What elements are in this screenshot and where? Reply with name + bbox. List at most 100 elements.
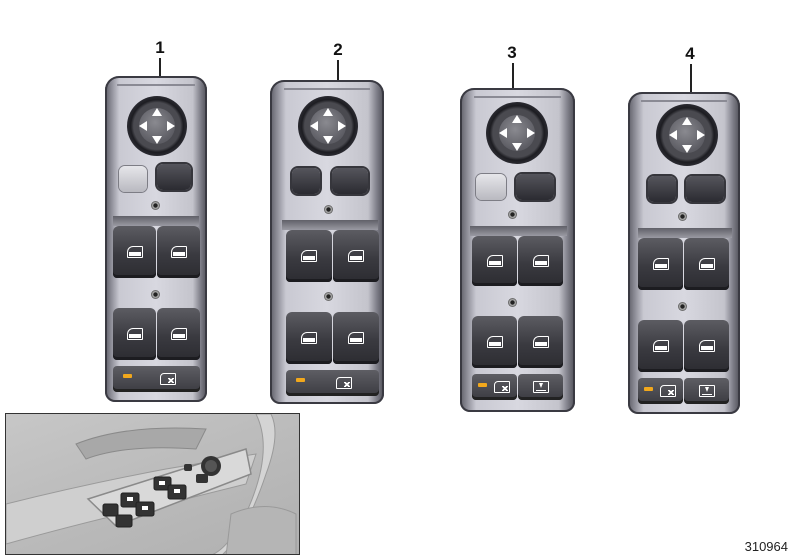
window-icon [533, 255, 549, 267]
window-rear-right-button[interactable] [157, 308, 200, 360]
arrow-up-icon [323, 108, 333, 116]
mirror-adjust-knob[interactable] [127, 96, 187, 156]
switch-panel-4[interactable] [628, 92, 740, 414]
window-front-left-button[interactable] [638, 238, 683, 290]
arrow-up-icon [512, 115, 522, 123]
child-lock-button[interactable] [518, 374, 563, 400]
screw-icon [151, 201, 160, 210]
panel-top-cap [641, 92, 727, 102]
window-icon [301, 332, 317, 344]
fold-mirror-button[interactable] [476, 174, 506, 200]
arrow-right-icon [697, 130, 705, 140]
window-rear-right-button[interactable] [518, 316, 563, 368]
arrow-left-icon [310, 121, 318, 131]
window-icon [487, 336, 503, 348]
window-front-left-button[interactable] [113, 226, 156, 278]
arrow-right-icon [527, 128, 535, 138]
window-rear-left-button[interactable] [638, 320, 683, 372]
screw-icon [324, 205, 333, 214]
fold-mirror-button[interactable] [119, 166, 147, 192]
window-icon [301, 250, 317, 262]
switch-panel-3[interactable] [460, 88, 575, 412]
window-icon [699, 258, 715, 270]
window-icon [127, 246, 143, 258]
indicator-led [478, 383, 487, 387]
window-rear-right-button[interactable] [333, 312, 379, 364]
window-icon [653, 258, 669, 270]
window-icon [171, 328, 187, 340]
panel-top-cap [473, 88, 562, 98]
window-lock-button[interactable] [286, 370, 379, 396]
leader-line [159, 58, 161, 76]
window-lock-icon [336, 377, 352, 389]
window-lock-button[interactable] [113, 366, 200, 392]
window-rear-right-button[interactable] [684, 320, 729, 372]
arrow-right-icon [338, 121, 346, 131]
mirror-select-button[interactable] [157, 164, 191, 190]
panel-divider [282, 220, 378, 230]
window-front-right-button[interactable] [684, 238, 729, 290]
window-icon [699, 340, 715, 352]
window-rear-left-button[interactable] [472, 316, 517, 368]
window-lock-icon [160, 373, 176, 385]
window-icon [348, 332, 364, 344]
window-lock-icon [660, 385, 676, 397]
indicator-led [644, 387, 653, 391]
window-front-left-button[interactable] [286, 230, 332, 282]
window-icon [348, 250, 364, 262]
switch-panel-2[interactable] [270, 80, 384, 404]
mirror-select-button[interactable] [516, 174, 554, 200]
screw-icon [678, 302, 687, 311]
callout-label: 2 [333, 40, 343, 59]
window-icon [533, 336, 549, 348]
panel-top-cap [117, 76, 195, 86]
window-front-right-button[interactable] [333, 230, 379, 282]
mirror-right-button[interactable] [686, 176, 724, 202]
mirror-adjust-knob[interactable] [656, 104, 718, 166]
callout-label: 4 [685, 44, 695, 63]
indicator-led [123, 374, 132, 378]
arrow-down-icon [682, 145, 692, 153]
window-front-right-button[interactable] [157, 226, 200, 278]
arrow-left-icon [139, 121, 147, 131]
screw-icon [508, 210, 517, 219]
window-front-left-button[interactable] [472, 236, 517, 286]
window-front-right-button[interactable] [518, 236, 563, 286]
window-icon [171, 246, 187, 258]
child-lock-button[interactable] [684, 378, 729, 404]
leader-line [690, 64, 692, 92]
indicator-led [296, 378, 305, 382]
screw-icon [151, 290, 160, 299]
window-lock-button[interactable] [472, 374, 517, 400]
screw-icon [508, 298, 517, 307]
window-icon [127, 328, 143, 340]
panel-divider [470, 226, 567, 236]
door-trim-illustration [6, 414, 297, 554]
arrow-down-icon [152, 136, 162, 144]
mirror-right-button[interactable] [332, 168, 368, 194]
screw-icon [678, 212, 687, 221]
panel-top-cap [283, 80, 371, 90]
callout-label: 3 [507, 43, 517, 62]
arrow-right-icon [167, 121, 175, 131]
window-rear-left-button[interactable] [286, 312, 332, 364]
mirror-left-button[interactable] [292, 168, 320, 194]
arrow-left-icon [499, 128, 507, 138]
switch-panel-1[interactable] [105, 76, 207, 402]
window-rear-left-button[interactable] [113, 308, 156, 360]
child-lock-icon [533, 381, 549, 393]
child-lock-icon [699, 385, 715, 397]
panel-divider [113, 216, 199, 226]
window-lock-icon [494, 381, 510, 393]
reference-number: 310964 [744, 539, 788, 554]
screw-icon [324, 292, 333, 301]
arrow-down-icon [512, 143, 522, 151]
panel-divider [638, 228, 732, 238]
callout-label: 1 [155, 38, 165, 57]
arrow-up-icon [152, 108, 162, 116]
window-lock-button[interactable] [638, 378, 683, 404]
mirror-left-button[interactable] [648, 176, 676, 202]
mirror-adjust-knob[interactable] [298, 96, 358, 156]
arrow-up-icon [682, 117, 692, 125]
mirror-adjust-knob[interactable] [486, 102, 548, 164]
